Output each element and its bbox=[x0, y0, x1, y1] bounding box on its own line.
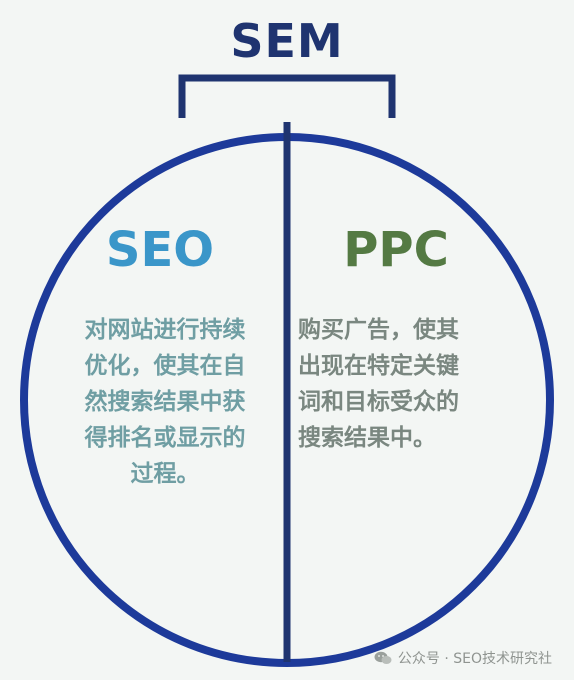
wechat-icon bbox=[374, 651, 392, 664]
seo-heading: SEO bbox=[105, 222, 215, 278]
diagram-title: SEM bbox=[230, 14, 344, 68]
sem-bracket bbox=[178, 74, 396, 118]
watermark-text: 公众号 · SEO技术研究社 bbox=[397, 651, 552, 667]
ppc-heading: PPC bbox=[343, 222, 449, 278]
ppc-description: 购买广告，使其 出现在特定关键 词和目标受众的 搜索结果中。 bbox=[298, 317, 459, 451]
watermark: 公众号 · SEO技术研究社 bbox=[374, 648, 552, 668]
seo-description: 对网站进行持续 优化，使其在自 然搜索结果中获 得排名或显示的 过程。 bbox=[84, 317, 246, 487]
